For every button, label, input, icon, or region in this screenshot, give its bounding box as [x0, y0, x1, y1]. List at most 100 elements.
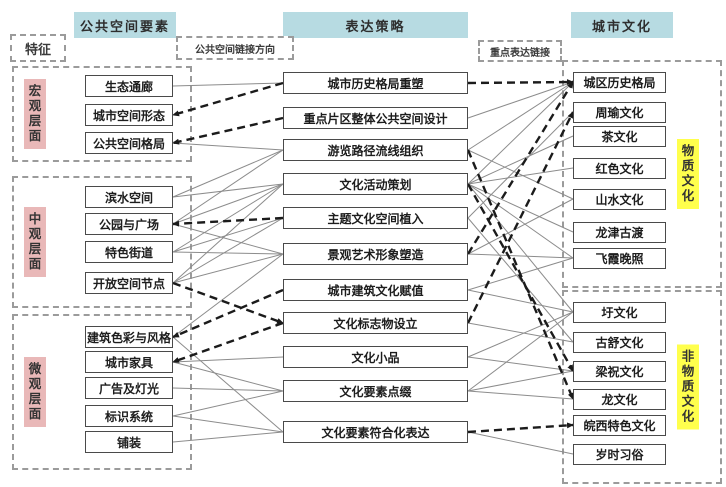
- diagram-node-R5: 山水文化: [573, 188, 666, 210]
- diagram-node-R10: 梁祝文化: [573, 360, 666, 382]
- connection-M6-R7: [467, 253, 574, 259]
- connection-M4-R1: [467, 81, 574, 185]
- connection-M8-R2: [466, 111, 575, 324]
- group-label-immaterial: 非物质文化: [677, 344, 699, 430]
- diagram-node-L9: 城市家具: [85, 351, 173, 373]
- diagram-node-M3: 游览路径流线组织: [283, 139, 468, 161]
- connection-M8-L9: [172, 321, 284, 364]
- column-header-expression-strategy: 表达策略: [283, 12, 468, 38]
- diagram-node-M11: 文化要素符合化表达: [283, 421, 468, 443]
- diagram-node-M2: 重点片区整体公共空间设计: [283, 107, 468, 129]
- connection-M10-R10: [467, 370, 574, 392]
- connection-M2-R1: [467, 81, 574, 119]
- connection-M1-R1: [467, 79, 574, 86]
- diagram-node-R7: 飞霞晚照: [573, 247, 666, 269]
- group-container-macro: 宏观层面: [12, 66, 192, 162]
- connection-L4-M4: [172, 183, 284, 198]
- diagram-node-M9: 文化小品: [283, 346, 468, 368]
- diagram-node-M6: 景观艺术形象塑造: [283, 243, 468, 265]
- connection-L10-M10: [172, 387, 284, 392]
- connection-L4-M3: [172, 149, 284, 198]
- connection-M1-L2: [172, 81, 284, 117]
- diagram-node-R2: 周瑜文化: [573, 101, 666, 123]
- connection-M9-R8: [467, 311, 574, 358]
- legend-public-space-link-direction: 公共空间链接方向: [176, 36, 294, 60]
- connection-M8-R9: [467, 322, 574, 343]
- group-label-material: 物质文化: [677, 139, 699, 209]
- column-header-public-space-elements: 公共空间要素: [74, 12, 176, 38]
- diagram-node-R4: 红色文化: [573, 157, 666, 179]
- connection-L8-M6: [172, 253, 284, 338]
- connection-L12-M11: [172, 431, 284, 443]
- column-header-urban-culture: 城市文化: [571, 12, 673, 38]
- diagram-node-M4: 文化活动策划: [283, 173, 468, 195]
- diagram-node-R6: 龙津古渡: [573, 221, 666, 243]
- diagram-node-L10: 广告及灯光: [85, 377, 173, 399]
- diagram-node-M8: 文化标志物设立: [283, 312, 468, 334]
- diagram-node-M7: 城市建筑文化赋值: [283, 279, 468, 301]
- connection-L8-M11: [172, 336, 284, 433]
- connection-L6-M4: [172, 183, 284, 253]
- diagram-node-L1: 生态通廊: [85, 75, 173, 97]
- connection-L1-M1: [172, 82, 284, 87]
- connection-M5-R2: [467, 111, 574, 219]
- diagram-node-L11: 标识系统: [85, 405, 173, 427]
- legend-key-expression-link: 重点表达链接: [478, 40, 562, 62]
- diagram-node-L7: 开放空间节点: [85, 272, 173, 294]
- connection-L7-M5: [172, 217, 284, 284]
- legend-feature: 特征: [10, 34, 66, 62]
- connection-L7-M4: [172, 183, 284, 284]
- connection-L5-M6: [172, 223, 284, 255]
- connection-M4-R4: [467, 167, 574, 185]
- diagram-node-R8: 圩文化: [573, 301, 666, 323]
- group-container-immaterial: 非物质文化: [562, 290, 722, 484]
- diagram-node-L2: 城市空间形态: [85, 104, 173, 126]
- diagram-node-R12: 皖西特色文化: [573, 414, 666, 436]
- connection-L11-M11: [172, 415, 284, 433]
- diagram-node-L5: 公园与广场: [85, 213, 173, 235]
- connection-M9-R10: [467, 356, 574, 372]
- connection-L7-M6: [172, 253, 284, 284]
- connection-M5-R9: [467, 217, 574, 343]
- connection-M4-R8: [467, 183, 574, 313]
- diagram-node-L8: 建筑色彩与风格: [85, 326, 173, 348]
- diagram-node-R9: 古舒文化: [573, 331, 666, 353]
- connection-L6-M5: [172, 217, 284, 253]
- group-container-micro: 微观层面: [12, 314, 192, 470]
- connection-L9-M10: [172, 361, 284, 392]
- diagram-node-R11: 龙文化: [573, 388, 666, 410]
- diagram-node-R13: 岁时习俗: [573, 443, 666, 465]
- diagram-node-L3: 公共空间格局: [85, 132, 173, 154]
- connection-M2-L3: [172, 116, 284, 145]
- connection-M11-R12: [467, 422, 574, 434]
- group-container-meso: 中观层面: [12, 176, 192, 308]
- diagram-node-R1: 城区历史格局: [573, 71, 666, 93]
- connection-M10-R11: [467, 390, 574, 400]
- connection-M3-R1: [467, 81, 574, 151]
- diagram-node-M5: 主题文化空间植入: [283, 207, 468, 229]
- connection-L7-M8: [172, 281, 284, 325]
- connection-M7-L8: [172, 288, 284, 339]
- connection-L9-M9: [172, 356, 284, 363]
- connection-M6-R1: [466, 81, 575, 255]
- connection-M7-R8: [467, 289, 574, 313]
- connection-M3-R11: [466, 149, 575, 400]
- connection-M5-L5: [172, 216, 284, 227]
- connection-L11-M10: [172, 390, 284, 417]
- connection-L5-M4: [172, 183, 284, 225]
- group-label-meso: 中观层面: [24, 207, 46, 277]
- connection-M4-R10: [466, 183, 575, 372]
- diagram-node-L4: 滨水空间: [85, 186, 173, 208]
- connection-L6-M6: [172, 251, 284, 255]
- connection-M6-R5: [467, 198, 574, 255]
- connection-L3-M3: [172, 142, 284, 151]
- diagram-node-L6: 特色街道: [85, 241, 173, 263]
- diagram-node-L12: 铺装: [85, 431, 173, 453]
- connection-M4-R3: [467, 135, 574, 185]
- connection-M11-R13: [467, 431, 574, 455]
- connection-L5-M3: [172, 149, 284, 225]
- diagram-node-M1: 城市历史格局重塑: [283, 72, 468, 94]
- diagram-node-R3: 茶文化: [573, 125, 666, 147]
